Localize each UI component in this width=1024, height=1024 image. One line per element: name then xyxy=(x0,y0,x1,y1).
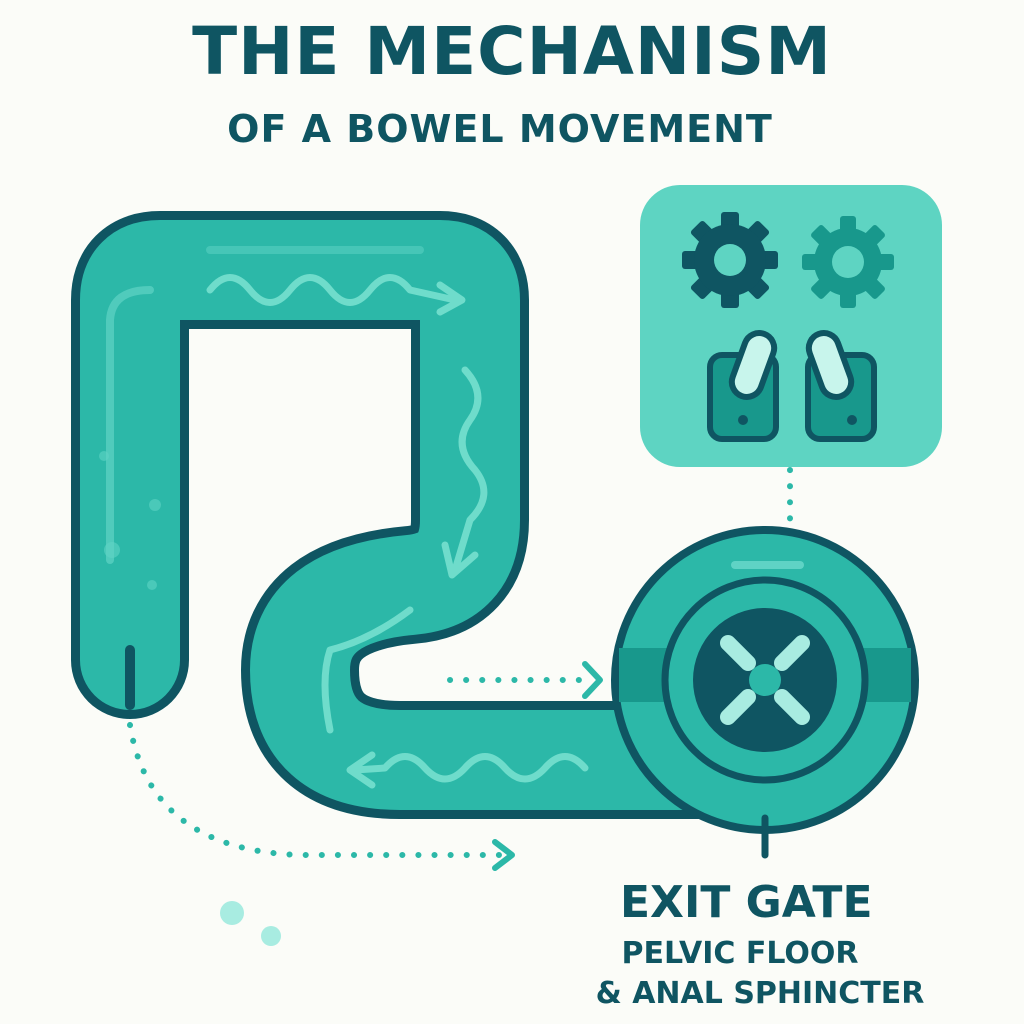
intestine-tube xyxy=(71,211,829,819)
page-title: THE MECHANISM xyxy=(192,13,832,90)
switch-icon xyxy=(707,330,779,442)
bubble xyxy=(220,901,244,925)
peristalsis-arrows xyxy=(206,274,589,789)
flow-dotted-lines xyxy=(127,467,793,858)
arrow-head-icon xyxy=(582,661,603,699)
bubble xyxy=(261,926,281,946)
exit-gate-subtitle-line1: PELVIC FLOOR xyxy=(621,936,859,971)
gear-icon xyxy=(682,212,778,308)
switch-icon xyxy=(805,330,877,442)
arrow-head-icon xyxy=(492,839,515,871)
x-valve-icon xyxy=(720,635,810,725)
exit-gate-subtitle-line2: & ANAL SPHINCTER xyxy=(595,976,925,1011)
page-subtitle: OF A BOWEL MOVEMENT xyxy=(227,107,773,151)
exit-gate xyxy=(611,526,919,859)
gear-icon xyxy=(802,216,894,308)
control-panel xyxy=(640,185,942,467)
exit-gate-title: EXIT GATE xyxy=(620,877,873,928)
